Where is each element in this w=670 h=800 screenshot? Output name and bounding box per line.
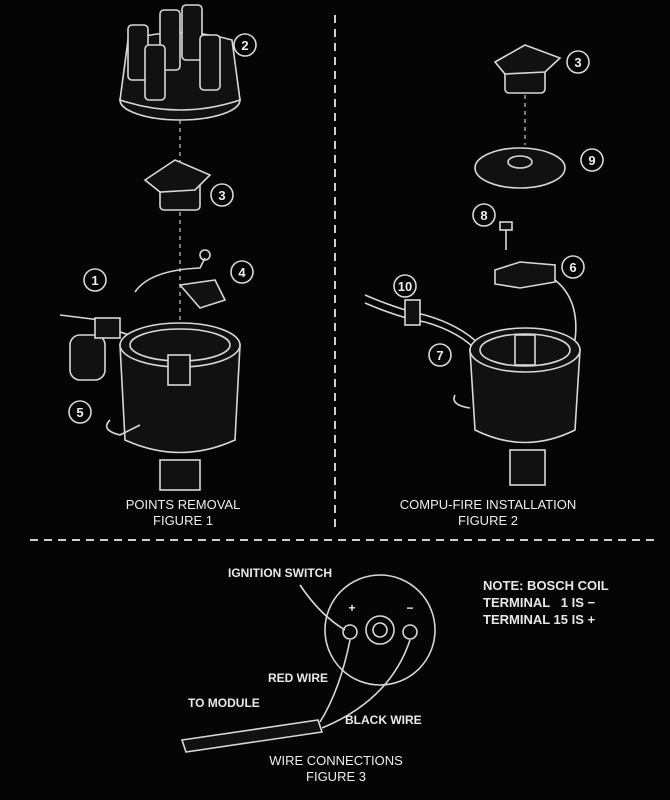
callout-5: 5	[68, 400, 92, 424]
red-wire	[319, 639, 351, 723]
distributor-body-1	[105, 322, 241, 491]
callout-3: 3	[210, 183, 234, 207]
plate	[474, 147, 566, 189]
figure-2-label: FIGURE 2	[458, 513, 518, 528]
callout-1: 1	[83, 268, 107, 292]
svg-text:3: 3	[218, 188, 225, 203]
figure-1: 2 3 4 1 5 POINTS REMOVAL FIGURE 1	[59, 4, 257, 528]
figure-1-label: FIGURE 1	[153, 513, 213, 528]
black-wire	[321, 639, 411, 729]
callout-9: 9	[580, 148, 604, 172]
ignition-coil	[324, 574, 436, 686]
svg-text:3: 3	[574, 55, 581, 70]
points-assembly	[134, 249, 227, 309]
distributor-cap	[119, 4, 241, 121]
to-module-label: TO MODULE	[188, 696, 260, 710]
wire-harness	[364, 294, 481, 353]
svg-text:5: 5	[76, 405, 83, 420]
svg-text:2: 2	[241, 38, 248, 53]
figure-2: 3 9 8 6 10 7 COMPU-FIRE INSTALLATION FIG…	[364, 44, 604, 528]
figure-3-title: WIRE CONNECTIONS	[269, 753, 403, 768]
distributor-body-2	[453, 327, 581, 486]
plus-terminal-label: +	[348, 601, 355, 615]
condenser	[59, 314, 131, 381]
screw	[499, 221, 513, 250]
callout-8: 8	[472, 203, 496, 227]
svg-text:6: 6	[569, 260, 576, 275]
ignition-switch-label: IGNITION SWITCH	[228, 566, 332, 580]
black-wire-label: BLACK WIRE	[345, 713, 422, 727]
svg-text:7: 7	[436, 348, 443, 363]
figure-3-label: FIGURE 3	[306, 769, 366, 784]
minus-terminal-label: −	[406, 601, 413, 615]
svg-text:4: 4	[238, 265, 246, 280]
figure-2-title: COMPU-FIRE INSTALLATION	[400, 497, 576, 512]
note-line-2: TERMINAL 1 IS −	[483, 595, 595, 610]
callout-7: 7	[428, 343, 452, 367]
svg-text:10: 10	[398, 279, 412, 294]
svg-text:9: 9	[588, 153, 595, 168]
note: NOTE: BOSCH COIL TERMINAL 1 IS − TERMINA…	[483, 578, 609, 627]
ignition-wire	[299, 584, 346, 631]
rotor	[143, 159, 212, 211]
callout-10: 10	[393, 274, 417, 298]
note-line-1: NOTE: BOSCH COIL	[483, 578, 609, 593]
module-cable	[180, 719, 324, 753]
callout-6: 6	[561, 255, 585, 279]
note-line-3: TERMINAL 15 IS +	[483, 612, 596, 627]
svg-text:1: 1	[91, 273, 98, 288]
figure-3: + − IGNITION SWITCH RED WIRE TO MODULE B…	[180, 566, 436, 784]
module	[494, 261, 577, 341]
figure-1-title: POINTS REMOVAL	[126, 497, 241, 512]
red-wire-label: RED WIRE	[268, 671, 328, 685]
callout-3b: 3	[566, 50, 590, 74]
svg-text:8: 8	[480, 208, 487, 223]
callout-2: 2	[233, 33, 257, 57]
callout-4: 4	[230, 260, 254, 284]
rotor-2	[493, 44, 562, 94]
